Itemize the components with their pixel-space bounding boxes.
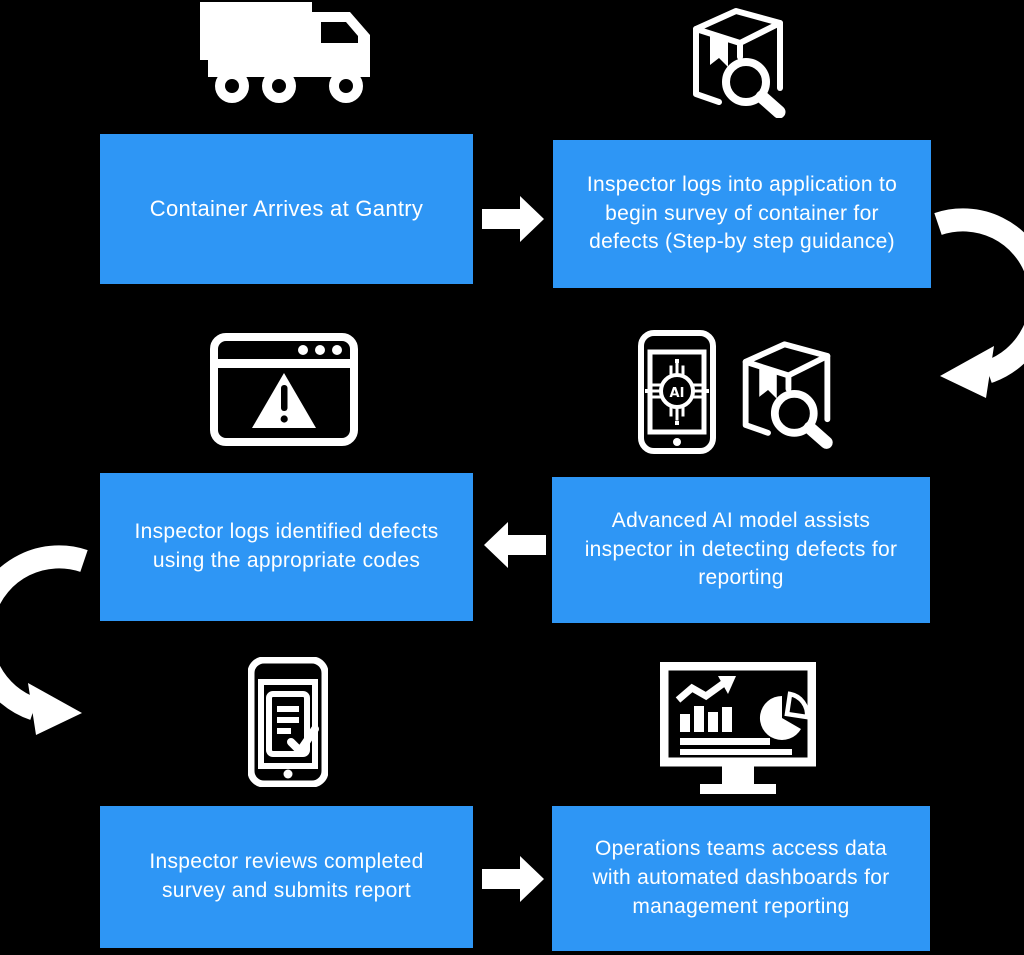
step-box-operations-dashboards: Operations teams access data with automa…	[552, 806, 930, 951]
dashboard-monitor-icon	[660, 662, 816, 796]
arrow-left-icon	[484, 522, 546, 568]
package-inspect-icon	[733, 332, 840, 450]
browser-warning-icon	[210, 333, 358, 446]
step-label: Container Arrives at Gantry	[149, 195, 424, 221]
truck-icon	[200, 0, 372, 105]
ai-chip-label: AI	[670, 386, 685, 401]
package-inspect-icon	[683, 0, 793, 118]
step-label: Operations teams access data with automa…	[592, 837, 890, 918]
phone-report-icon	[248, 657, 328, 787]
step-box-log-defects: Inspector logs identified defects using …	[100, 473, 473, 621]
step-box-ai-assist: Advanced AI model assists inspector in d…	[552, 477, 930, 623]
curved-arrow-down-icon	[0, 545, 90, 735]
arrow-right-icon	[482, 196, 544, 242]
step-box-container-arrives: Container Arrives at Gantry	[100, 134, 473, 284]
step-box-inspector-login: Inspector logs into application to begin…	[553, 140, 931, 288]
step-label: Inspector logs identified defects using …	[134, 520, 439, 572]
step-box-review-submit: Inspector reviews completed survey and s…	[100, 806, 473, 948]
arrow-right-icon	[482, 856, 544, 902]
step-label: Inspector reviews completed survey and s…	[149, 850, 424, 902]
step-label: Advanced AI model assists inspector in d…	[584, 508, 898, 590]
step-label: Inspector logs into application to begin…	[586, 172, 898, 254]
curved-arrow-down-icon	[932, 208, 1024, 398]
phone-ai-icon: AI	[638, 330, 716, 454]
